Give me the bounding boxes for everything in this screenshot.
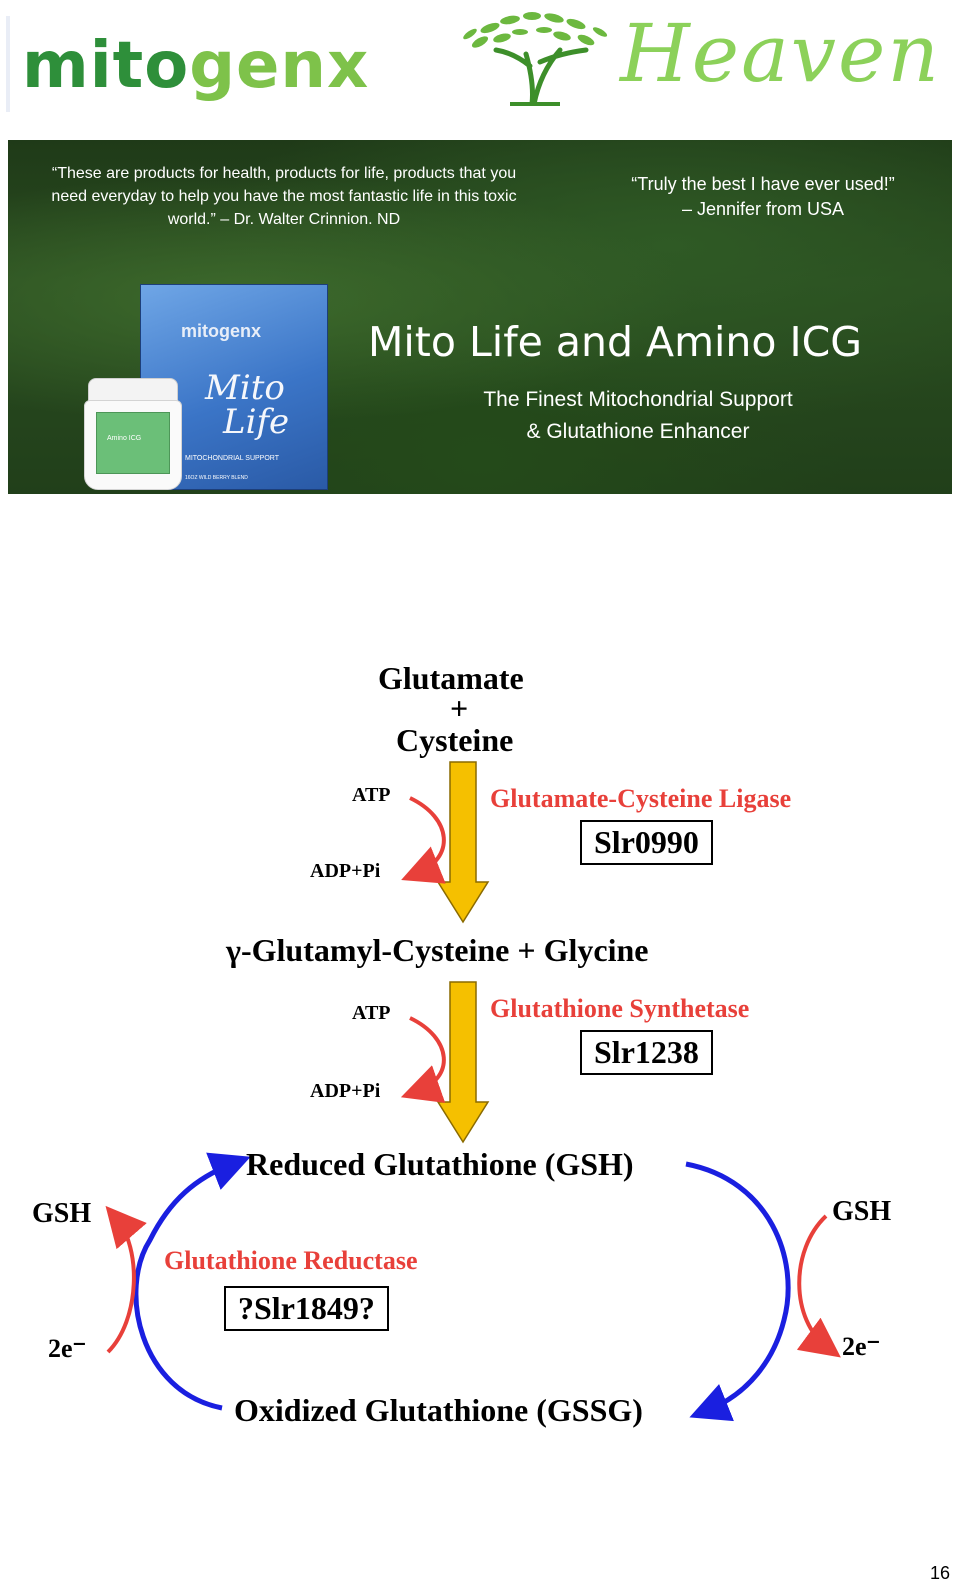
product-box-script: Mito Life <box>205 371 289 439</box>
label-adp-1: ADP+Pi <box>310 860 381 882</box>
label-oxidized-glutathione: Oxidized Glutathione (GSSG) <box>234 1392 643 1428</box>
blue-cycle-left <box>133 1152 251 1411</box>
quote-2-author: – Jennifer from USA <box>681 199 845 219</box>
label-gsh-right: GSH <box>832 1196 892 1227</box>
label-adp-2: ADP+Pi <box>310 1080 381 1102</box>
label-glutamate: Glutamate <box>378 660 524 696</box>
brand-script-heaven: Heaven <box>620 7 941 100</box>
page-number: 16 <box>929 1563 950 1583</box>
red-arc-left <box>105 1205 147 1354</box>
product-box-brand: mitogenx <box>181 321 262 341</box>
label-intermediate: γ-Glutamyl-Cysteine + Glycine <box>226 932 649 968</box>
label-2e-left: 2e⁻ <box>48 1334 87 1363</box>
label-plus: + <box>450 690 469 726</box>
product-box-script-line-1: Mito <box>205 368 285 408</box>
jar-label: Amino ICG <box>96 412 170 474</box>
enzyme-glutathione-reductase: Glutathione Reductase <box>164 1246 418 1275</box>
banner-subtitle-line-1: The Finest Mitochondrial Support <box>483 388 793 411</box>
pathway-arrows <box>105 761 841 1422</box>
atp-arc-2 <box>400 1016 446 1103</box>
enzyme-glutathione-synthetase: Glutathione Synthetase <box>490 994 750 1023</box>
brand-part-genx: genx <box>189 29 370 103</box>
tree-logo-icon <box>463 12 608 106</box>
label-cysteine: Cysteine <box>396 722 514 758</box>
glutathione-pathway-diagram: Glutamate + Cysteine ATP ADP+Pi Glutamat… <box>0 640 960 1440</box>
product-box-script-line-2: Life <box>223 402 290 442</box>
label-2e-right: 2e⁻ <box>842 1332 881 1361</box>
blue-cycle-right <box>685 1161 791 1422</box>
enzyme-glutamate-cysteine-ligase: Glutamate-Cysteine Ligase <box>490 784 792 813</box>
quote-2-text: “Truly the best I have ever used!” <box>631 174 895 194</box>
jar-label-text: Amino ICG <box>107 435 142 442</box>
testimonial-quote-2: “Truly the best I have ever used!” – Jen… <box>598 172 928 222</box>
label-reduced-glutathione: Reduced Glutathione (GSH) <box>246 1146 634 1182</box>
left-rule <box>6 16 10 112</box>
label-gsh-left: GSH <box>32 1198 92 1229</box>
banner-title: Mito Life and Amino ICG <box>368 318 863 366</box>
banner-subtitle: The Finest Mitochondrial Support & Gluta… <box>428 384 848 448</box>
product-box-note: MITOCHONDRIAL SUPPORT <box>185 455 279 462</box>
brand-logo-text: mitogenx <box>22 34 369 98</box>
banner-subtitle-line-2: & Glutathione Enhancer <box>526 420 750 443</box>
gene-slr0990: Slr0990 <box>580 820 713 865</box>
atp-arc-1 <box>401 796 446 884</box>
product-box-note-2: 16OZ WILD BERRY BLEND <box>185 475 248 481</box>
gene-slr1238: Slr1238 <box>580 1030 713 1075</box>
label-atp-1: ATP <box>352 784 391 806</box>
brand-header: mitogenx Heaven <box>0 0 960 124</box>
promo-banner: “These are products for health, products… <box>8 140 952 494</box>
yellow-arrow-2 <box>436 981 490 1144</box>
product-jar-image: Amino ICG <box>84 378 182 490</box>
label-atp-2: ATP <box>352 1002 391 1024</box>
red-arc-right <box>796 1214 841 1358</box>
gene-slr1849: ?Slr1849? <box>224 1286 389 1331</box>
brand-part-mito: mito <box>22 29 190 103</box>
yellow-arrow-1 <box>436 761 490 924</box>
testimonial-quote-1: “These are products for health, products… <box>51 165 517 228</box>
